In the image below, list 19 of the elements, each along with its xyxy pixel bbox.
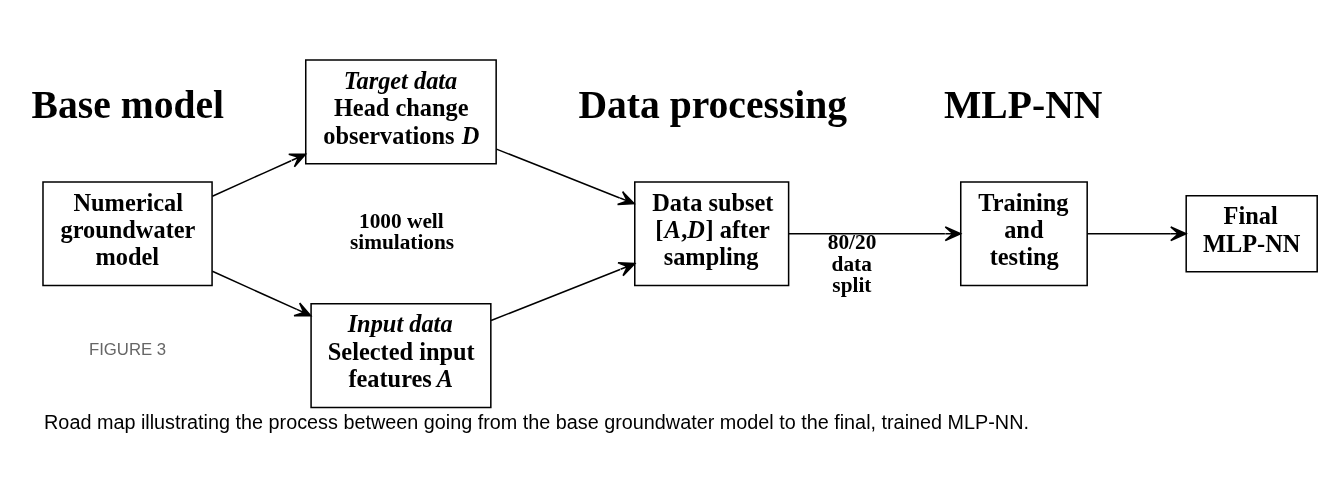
arrow (211, 152, 307, 197)
node-box: Data subset [A,D] after sampling (634, 180, 790, 286)
node-box: Final MLP-NN (1185, 194, 1318, 273)
node-box: Input data Selected input features A (310, 302, 492, 408)
arrow (788, 225, 962, 241)
caption: Road map illustrating the process between going from the base groundwater model to the final, trained MLP-NN. (44, 410, 1029, 433)
node-box: Numerical groundwater model (42, 180, 213, 286)
node-box: Training and testing (960, 180, 1088, 286)
arrow (495, 147, 636, 205)
arrow (211, 270, 312, 316)
label: FIGURE 3 (88, 339, 167, 359)
arrow (1086, 225, 1187, 241)
arrow (490, 261, 636, 321)
label: Data processing (578, 82, 848, 127)
label: Base model (31, 82, 225, 127)
label: 1000 well simulations (349, 208, 455, 254)
node-box: Target data Head change observations D (305, 58, 497, 164)
label: MLP-NN (943, 82, 1103, 127)
edge-label: 80/20 data split (827, 229, 877, 297)
